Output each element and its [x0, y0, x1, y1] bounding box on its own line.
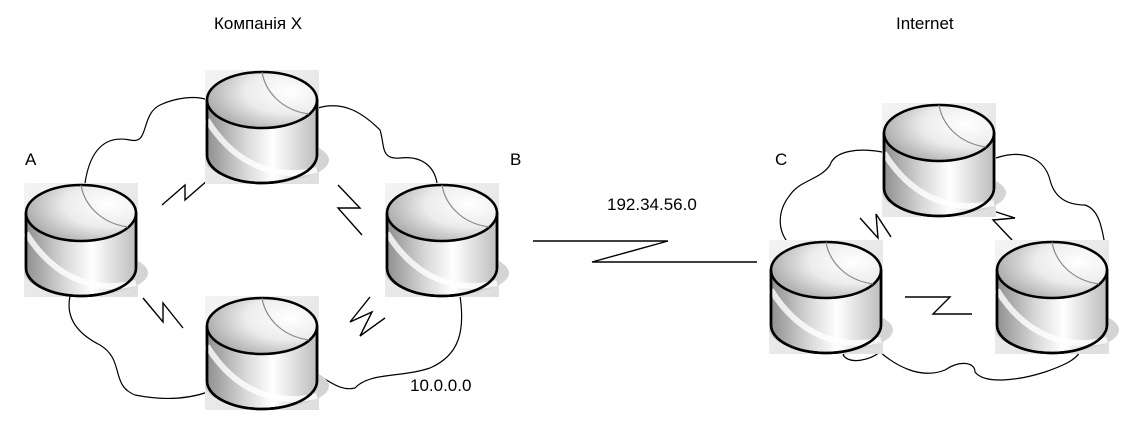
- router-icon: [205, 296, 329, 410]
- lan-network-label: 10.0.0.0: [410, 376, 472, 395]
- router-c-label: C: [775, 150, 788, 169]
- company-title: Компанія X: [214, 14, 303, 33]
- router-icon: [995, 240, 1119, 354]
- router-icon: [205, 70, 329, 184]
- lightning-link-icon: [142, 179, 386, 337]
- wan-network-label: 192.34.56.0: [607, 195, 697, 214]
- router-icon: [385, 183, 509, 297]
- router-a-label: A: [25, 150, 37, 169]
- wan-lightning-link: [533, 240, 757, 263]
- router-icon: [24, 183, 148, 297]
- company-cloud-links: [68, 96, 463, 400]
- internet-lightning-links: [859, 209, 1016, 315]
- router-icon: [882, 103, 1006, 217]
- router-icon: [769, 240, 893, 354]
- internet-title: Internet: [896, 14, 954, 33]
- router-b-label: B: [510, 150, 522, 169]
